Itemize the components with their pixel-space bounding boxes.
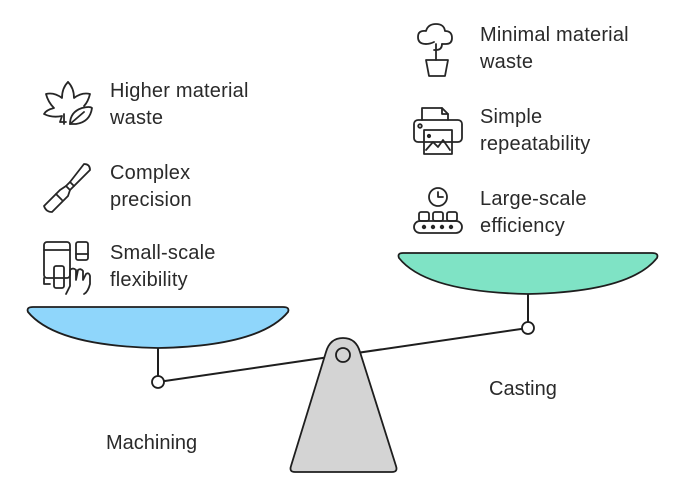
item-line1: Minimal material [480,24,629,46]
item-line2: waste [480,51,534,73]
item-line2: efficiency [480,215,566,237]
left-item-flexibility: Small-scale flexibility [40,240,216,296]
item-line2: waste [110,107,164,129]
left-item-material-waste: Higher material waste [40,78,249,134]
clock-conveyor-icon [413,187,463,234]
item-line2: precision [110,189,192,211]
leaf-waste-icon [43,81,93,125]
item-line2: flexibility [110,269,188,291]
machining-label: Machining [106,432,198,454]
right-item-repeatability: Simple repeatability [410,104,590,160]
casting-label: Casting [489,378,557,400]
left-item-precision: Complex precision [40,160,192,216]
fulcrum-base [289,337,398,473]
item-line1: Large-scale [480,188,587,210]
item-line1: Higher material [110,80,249,102]
right-item-efficiency: Large-scale efficiency [410,186,587,242]
item-line1: Small-scale [110,242,216,264]
left-pan [26,306,290,349]
chisel-tool-icon [43,163,91,213]
right-joint [521,321,535,335]
potted-tree-icon [417,23,453,77]
item-line2: repeatability [480,133,591,155]
left-joint [151,375,165,389]
printer-image-icon [413,107,463,155]
touch-devices-icon [43,241,91,295]
item-line1: Simple [480,106,543,128]
pivot-icon [335,347,351,363]
right-pan [397,252,659,295]
item-line1: Complex [110,162,191,184]
right-item-material-waste: Minimal material waste [410,22,629,78]
